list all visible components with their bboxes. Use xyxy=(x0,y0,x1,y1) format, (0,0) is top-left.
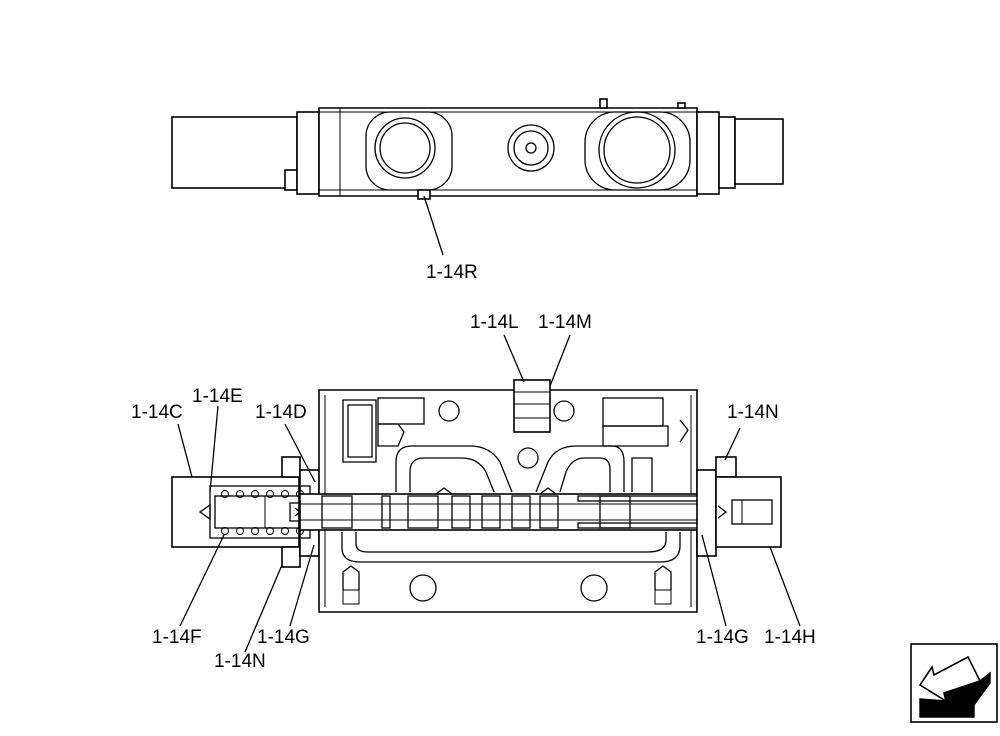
top-left-cap xyxy=(171,116,298,189)
top-right-cap xyxy=(734,118,784,185)
left-actuator-housing xyxy=(171,476,300,548)
callout-1-14g-left: 1-14G xyxy=(257,627,310,648)
callout-1-14c: 1-14C xyxy=(131,402,183,423)
valve-section-view xyxy=(171,379,782,613)
arrow-icon xyxy=(910,643,998,723)
callout-1-14l: 1-14L xyxy=(470,312,519,333)
main-spool xyxy=(299,493,721,531)
callout-1-14d: 1-14D xyxy=(255,402,307,423)
check-valve-plug xyxy=(513,379,551,433)
callout-1-14h: 1-14H xyxy=(764,627,816,648)
leader-lines xyxy=(177,334,801,653)
callout-1-14g-right: 1-14G xyxy=(696,627,749,648)
callout-1-14e: 1-14E xyxy=(192,386,243,407)
callout-1-14n-right: 1-14N xyxy=(727,402,779,423)
callout-1-14m: 1-14M xyxy=(538,312,592,333)
callout-1-14r: 1-14R xyxy=(426,262,478,283)
callout-1-14f: 1-14F xyxy=(152,627,202,648)
valve-top-view xyxy=(171,98,784,200)
nav-arrow-button[interactable] xyxy=(910,643,998,723)
callout-1-14n-bottom: 1-14N xyxy=(214,651,266,672)
